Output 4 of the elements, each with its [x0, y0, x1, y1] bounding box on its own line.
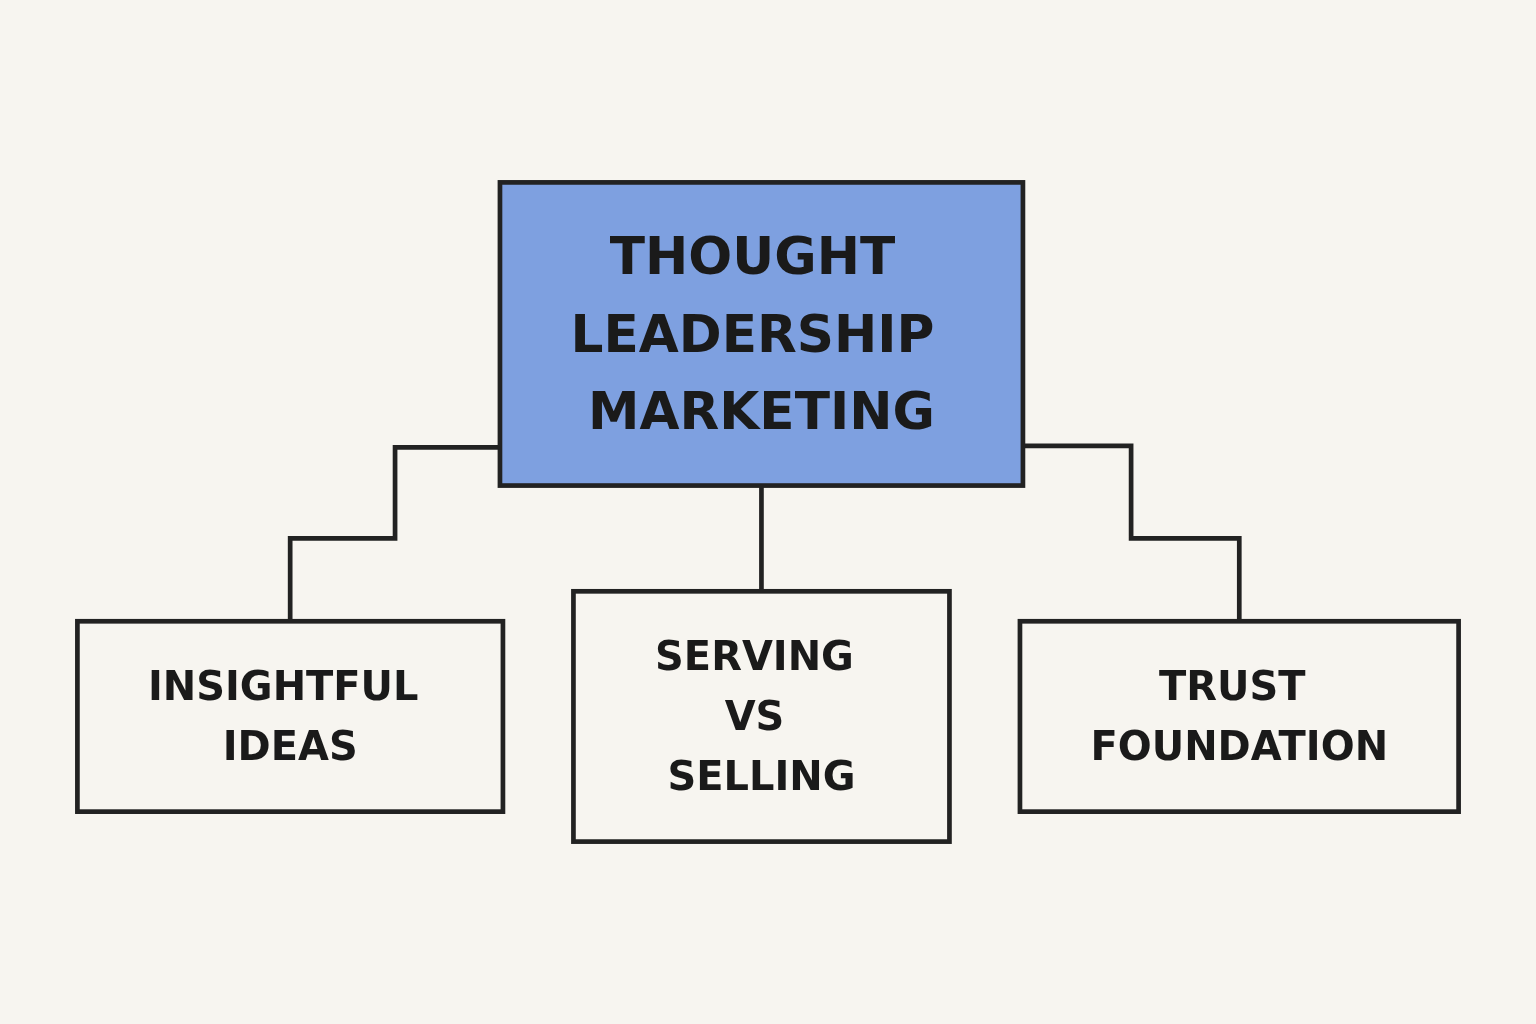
node-box: INSIGHTFUL IDEAS — [75, 618, 506, 814]
node-box: SERVING VS SELLING — [571, 588, 952, 844]
node-box: TRUST FOUNDATION — [1017, 618, 1461, 814]
node-box: THOUGHT LEADERSHIP MARKETING — [497, 180, 1026, 488]
